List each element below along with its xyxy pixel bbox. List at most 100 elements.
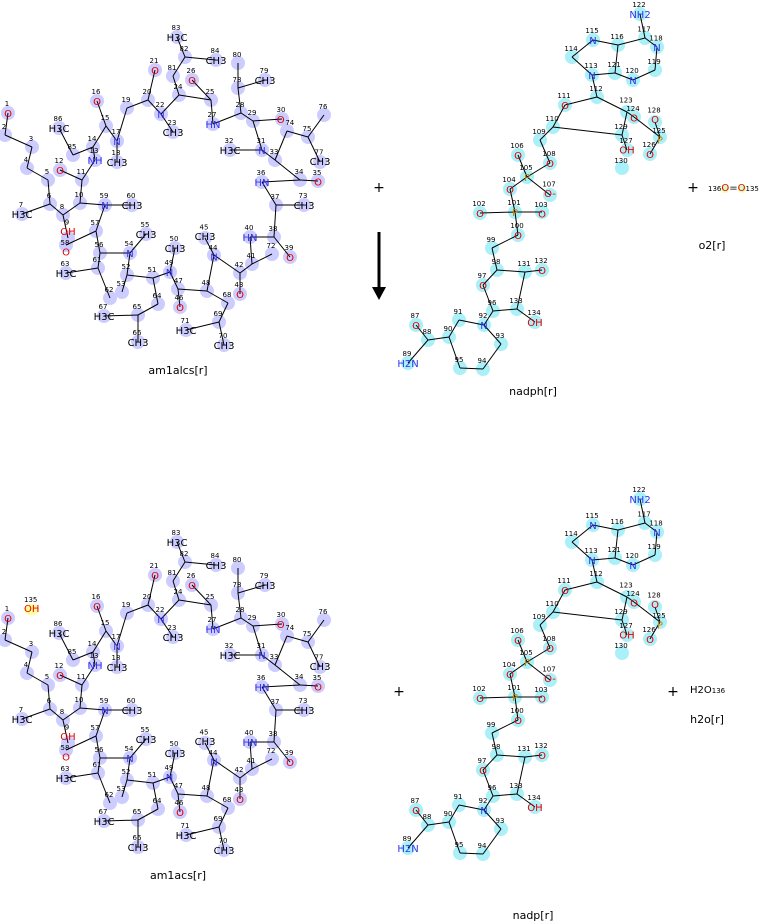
atom-number: 65	[133, 808, 142, 816]
atom-element: CH3	[255, 581, 276, 592]
atom-number: 27	[208, 111, 217, 119]
atom: O26	[187, 67, 197, 87]
atom-element: O	[514, 151, 522, 162]
atom-number: 50	[170, 235, 179, 243]
bond	[526, 647, 551, 663]
atom-number: 74	[285, 119, 294, 127]
bond	[261, 181, 277, 206]
atom-highlights	[0, 30, 331, 352]
bond	[96, 100, 107, 127]
atom-number: 86	[54, 620, 63, 628]
atom-number: 58	[61, 744, 70, 752]
atom-number: 80	[233, 556, 242, 564]
bond	[483, 310, 494, 326]
atom-number: 39	[285, 749, 294, 757]
bond	[491, 719, 519, 734]
bond	[58, 632, 74, 661]
atom-element: O	[277, 115, 285, 126]
atom-number: 82	[180, 45, 189, 53]
bond	[621, 596, 628, 621]
atom: 29	[248, 109, 257, 117]
atom: 41	[247, 252, 256, 260]
bond	[97, 267, 111, 299]
bond	[249, 236, 253, 265]
atom: 109	[532, 128, 545, 136]
atom-element: N	[166, 773, 173, 784]
bond	[286, 130, 309, 138]
atom-element: O-	[544, 674, 556, 685]
atom-number: 69	[214, 310, 223, 318]
atom-element: N	[588, 71, 595, 82]
atom-element: O	[236, 795, 244, 806]
atom-element: O	[93, 602, 101, 613]
atom-number: 83	[172, 24, 181, 32]
atom-element: OH	[60, 732, 75, 743]
bond	[169, 247, 176, 273]
bond	[509, 661, 528, 675]
atom-number: 71	[181, 822, 190, 830]
atom-number: 130	[614, 642, 627, 650]
double-bond: =	[729, 183, 738, 194]
bond	[448, 319, 460, 338]
atom: 74	[285, 624, 294, 632]
atom-number: 41	[247, 252, 256, 260]
bond	[49, 708, 64, 721]
bond	[152, 277, 159, 305]
atom: N92	[479, 797, 488, 817]
bond	[212, 617, 242, 630]
bond	[307, 619, 325, 643]
atom-element: O	[561, 586, 569, 597]
atom-number: 43	[235, 281, 244, 289]
atom-number: 107	[542, 181, 555, 189]
atom: 121	[607, 61, 620, 69]
bond	[184, 56, 217, 61]
atom: N44	[209, 244, 218, 264]
bond	[169, 271, 179, 290]
bond	[592, 39, 619, 46]
bond	[95, 204, 106, 232]
h2o-structure: H2O136	[690, 685, 725, 696]
atom-number: 61	[93, 761, 102, 769]
bond	[307, 114, 325, 138]
atom-element: H3C	[56, 774, 77, 785]
bond	[524, 269, 543, 273]
oxygen-atom: O	[737, 183, 746, 194]
bond	[218, 302, 229, 323]
bond	[617, 37, 646, 46]
atom-number: 40	[245, 224, 254, 232]
atom-number: 38	[269, 730, 278, 738]
atom-element: CH3	[122, 706, 143, 717]
molecule-label-o2: o2[r]	[698, 239, 726, 252]
atom: 80	[233, 556, 242, 564]
atom-number: 4	[24, 156, 29, 164]
atom: 14	[88, 640, 97, 648]
atom-element: O	[314, 682, 322, 693]
atom-number: 97	[478, 272, 487, 280]
atom-number: 127	[619, 137, 632, 145]
bond	[633, 601, 661, 623]
atom-number: 94	[478, 357, 487, 365]
atom: 98	[492, 743, 501, 751]
atom: 10	[75, 696, 84, 704]
atom: 61	[93, 256, 102, 264]
bond	[482, 269, 498, 286]
atom-element: O	[188, 581, 196, 592]
atom-number: 56	[95, 746, 104, 754]
atom-number: 90	[444, 810, 453, 818]
atom: 20	[143, 88, 152, 96]
atom-highlight	[1, 611, 15, 625]
bond	[509, 176, 528, 190]
atom: 42	[235, 261, 244, 269]
atom: 8	[60, 203, 64, 211]
